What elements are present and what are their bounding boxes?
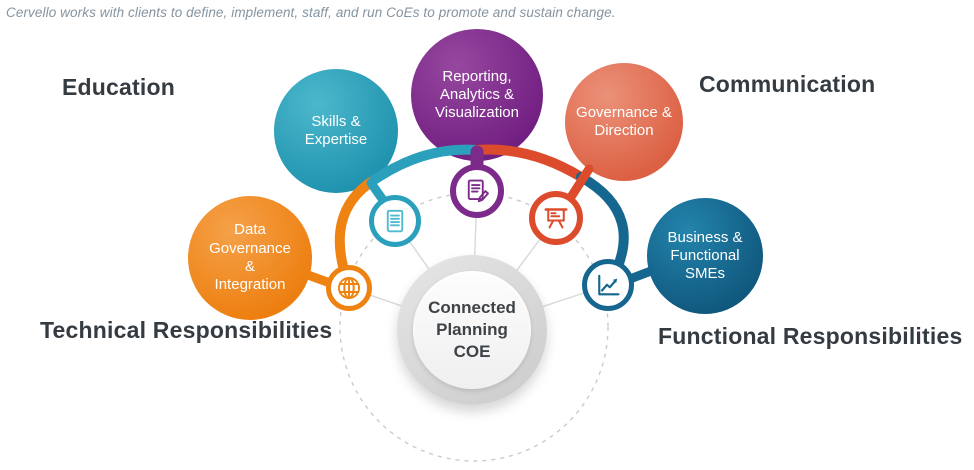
bubble-business-functional-smes: Business & Functional SMEs	[647, 198, 763, 314]
bubble-label: Data Governance & Integration	[209, 221, 291, 294]
bubble-label: Reporting, Analytics & Visualization	[435, 67, 519, 122]
globe-icon	[337, 276, 361, 300]
neck-red	[566, 164, 594, 202]
presentation-icon	[544, 208, 568, 229]
center-hub: Connected Planning COE	[397, 255, 547, 405]
bubble-label: Skills & Expertise	[304, 112, 368, 148]
document-edit-icon	[467, 179, 489, 203]
document-edit-badge	[450, 164, 504, 218]
bubble-skills-expertise: Skills & Expertise	[274, 69, 398, 193]
label-functional-responsibilities: Functional Responsibilities	[658, 323, 963, 349]
center-label: Connected Planning COE	[428, 297, 516, 362]
bubble-data-governance-integration: Data Governance & Integration	[188, 196, 312, 320]
label-technical-responsibilities: Technical Responsibilities	[40, 317, 333, 343]
bubble-label: Business & Functional SMEs	[667, 228, 743, 283]
line-chart-badge	[582, 259, 634, 311]
caption-text: Cervello works with clients to define, i…	[6, 5, 616, 20]
bubble-label: Governance & Direction	[576, 103, 672, 139]
document-badge	[369, 195, 421, 247]
line-chart-icon	[598, 274, 620, 296]
document-icon	[386, 209, 404, 233]
bubble-governance-direction: Governance & Direction	[565, 63, 683, 181]
globe-badge	[326, 265, 372, 311]
bubble-reporting-analytics-visualization: Reporting, Analytics & Visualization	[411, 29, 543, 161]
label-education: Education	[62, 74, 175, 100]
label-communication: Communication	[699, 71, 876, 97]
presentation-badge	[529, 191, 583, 245]
center-hub-inner: Connected Planning COE	[413, 271, 531, 389]
